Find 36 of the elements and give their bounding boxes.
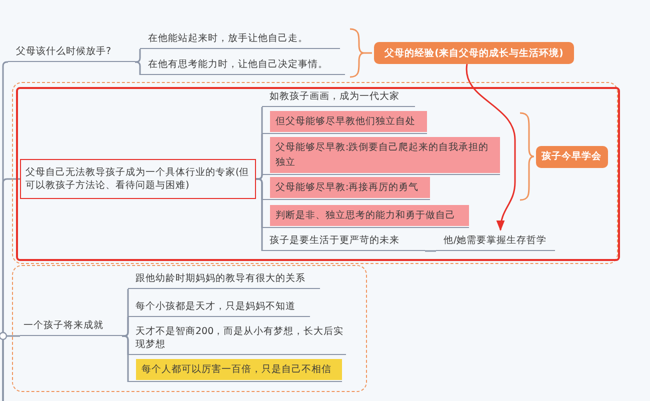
topic-text: 孩子是要生活于更严苛的未来: [270, 234, 400, 246]
highlighted-text: 父母能够尽早教:跌倒要自己爬起来的自我承担的独立: [270, 136, 500, 172]
connector: [256, 178, 263, 251]
summary-pill: [374, 42, 574, 64]
branch-underline: [262, 178, 430, 200]
connector: [2, 335, 20, 401]
topic-text: 父母自己无法教导孩子成为一个具体行业的专家(但可以教孩子方法论、看待问题与困难): [26, 166, 250, 192]
topic-text: 父母该什么时候放手?: [16, 45, 112, 58]
topic-text: 一个孩子将来成就: [24, 318, 104, 332]
connector: [122, 317, 129, 337]
group-frame: [12, 265, 367, 392]
branch-underline: [262, 90, 414, 106]
pill-text: 父母的经验(来自父母的成长与生活环境): [384, 46, 564, 60]
topic-text: 每个小孩都是天才，只是妈妈不知道: [136, 300, 296, 312]
connector: [256, 174, 263, 180]
connector: [122, 335, 129, 382]
arrow: [466, 64, 516, 232]
highlighted-text: 父母能够尽早教:再接再厉的勇气: [270, 176, 430, 198]
highlighted-text: 但父母能够尽早教他们独立自处: [270, 110, 426, 132]
branch-underline: [262, 110, 426, 134]
topic-text: 在他能站起来时，放手让他自己走。: [148, 32, 308, 45]
summary-pill: [536, 146, 608, 168]
connector: [135, 49, 141, 63]
topic-text: 如教孩子画画，成为一代大家: [270, 90, 400, 102]
connector: [425, 250, 436, 252]
topic-text: 他/她需要掌握生存哲学: [444, 234, 547, 246]
connector: [135, 61, 141, 75]
topic-text: 天才不是智商200，而是从小有梦想，长大后实现梦想: [136, 324, 345, 350]
branch-underline: [128, 270, 320, 288]
highlighted-text: 判断是非、独立思考的能力和勇于做自己: [270, 204, 468, 226]
topic-box: [20, 158, 256, 198]
highlighted-text: 每个人都可以厉害一百倍，只是自己不相信: [136, 358, 342, 380]
pill-text: 孩子今早学会: [542, 150, 602, 163]
topic-text: 跟他幼龄时期妈妈的教导有很大的关系: [136, 272, 306, 284]
topic-text: 在他有思考能力时，让他自己决定事情。: [148, 58, 328, 71]
branch-underline: [128, 360, 342, 382]
